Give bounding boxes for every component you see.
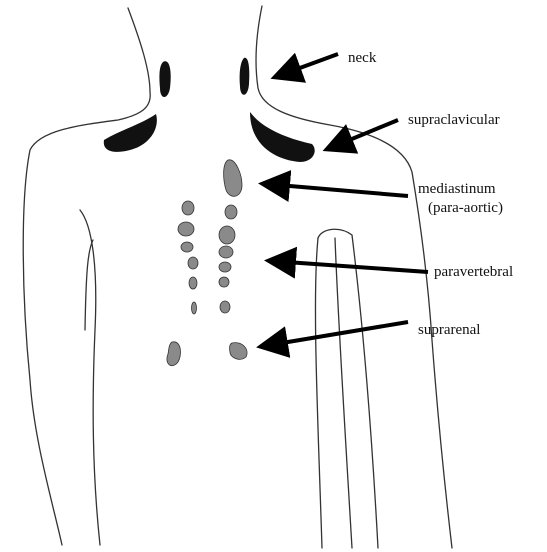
right-neck-outline xyxy=(256,6,452,548)
body-outline xyxy=(23,6,452,548)
mediastinum-arrow xyxy=(266,184,408,196)
right-neck-node xyxy=(240,58,250,95)
paravertebral-node-1 xyxy=(182,201,194,215)
para-aortic-node-3 xyxy=(219,246,233,258)
paravertebral-node-5 xyxy=(189,277,197,289)
right-arm-inner-line xyxy=(335,238,352,548)
label-suprarenal: suprarenal xyxy=(418,322,480,338)
label-mediastinum: mediastinum xyxy=(418,181,496,197)
para-aortic-node-4 xyxy=(219,262,231,272)
grey-regions xyxy=(167,160,247,366)
arrows xyxy=(264,54,428,346)
left-arm-inner-outline xyxy=(80,210,100,545)
para-aortic-node-5 xyxy=(219,277,229,287)
para-aortic-node-6 xyxy=(220,301,230,313)
suprarenal-arrow xyxy=(264,322,408,346)
paravertebral-node-3 xyxy=(181,242,193,252)
label-neck: neck xyxy=(348,50,377,66)
left-torso-outline xyxy=(85,240,93,330)
label-supraclavicular: supraclavicular xyxy=(408,112,500,128)
paravertebral-node-4 xyxy=(188,257,198,269)
label-paravertebral: paravertebral xyxy=(434,264,513,280)
para-aortic-node-1 xyxy=(225,205,237,219)
label-para-aortic: (para-aortic) xyxy=(428,200,503,216)
right-suprarenal-node xyxy=(230,343,247,360)
left-supraclavicular-node xyxy=(104,114,157,152)
right-arm-inner-outline xyxy=(318,229,378,548)
para-aortic-node-2 xyxy=(219,226,235,244)
paravertebral-node-6 xyxy=(192,302,197,314)
left-suprarenal-node xyxy=(167,342,181,366)
mediastinum-node xyxy=(224,160,242,196)
neck-arrow xyxy=(278,54,338,76)
left-neck-node xyxy=(159,61,170,97)
paravertebral-arrow xyxy=(272,261,428,272)
right-torso-outline xyxy=(315,238,322,548)
paravertebral-node-2 xyxy=(178,222,194,236)
